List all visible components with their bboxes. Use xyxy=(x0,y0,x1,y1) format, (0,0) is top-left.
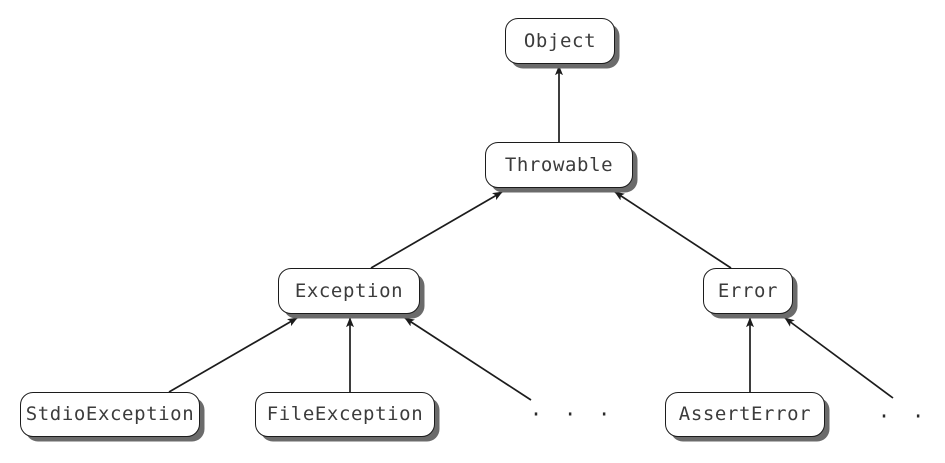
class-node-label: AssertError xyxy=(678,403,812,425)
inheritance-arrow xyxy=(784,317,894,399)
inheritance-arrow xyxy=(614,191,732,269)
class-node-object[interactable]: Object xyxy=(505,18,615,64)
class-node-assert-error[interactable]: AssertError xyxy=(665,392,825,437)
class-node-label: Throwable xyxy=(504,153,614,176)
class-node-stdio-exception[interactable]: StdioException xyxy=(20,392,200,437)
ellipsis-more-errors: · · · xyxy=(878,404,945,428)
inheritance-arrow xyxy=(370,191,503,269)
class-node-throwable[interactable]: Throwable xyxy=(485,142,633,188)
class-node-label: StdioException xyxy=(25,403,195,425)
class-node-label: Object xyxy=(523,29,597,52)
inheritance-arrow xyxy=(168,317,298,393)
inheritance-edges xyxy=(168,65,894,401)
inheritance-arrow xyxy=(404,317,532,401)
class-node-label: FileException xyxy=(266,403,424,425)
class-node-label: Exception xyxy=(294,279,404,302)
class-node-error[interactable]: Error xyxy=(703,268,793,314)
class-node-file-exception[interactable]: FileException xyxy=(255,392,435,437)
class-node-exception[interactable]: Exception xyxy=(278,268,420,314)
class-node-label: Error xyxy=(717,279,779,302)
ellipsis-more-exceptions: · · · xyxy=(530,402,616,426)
